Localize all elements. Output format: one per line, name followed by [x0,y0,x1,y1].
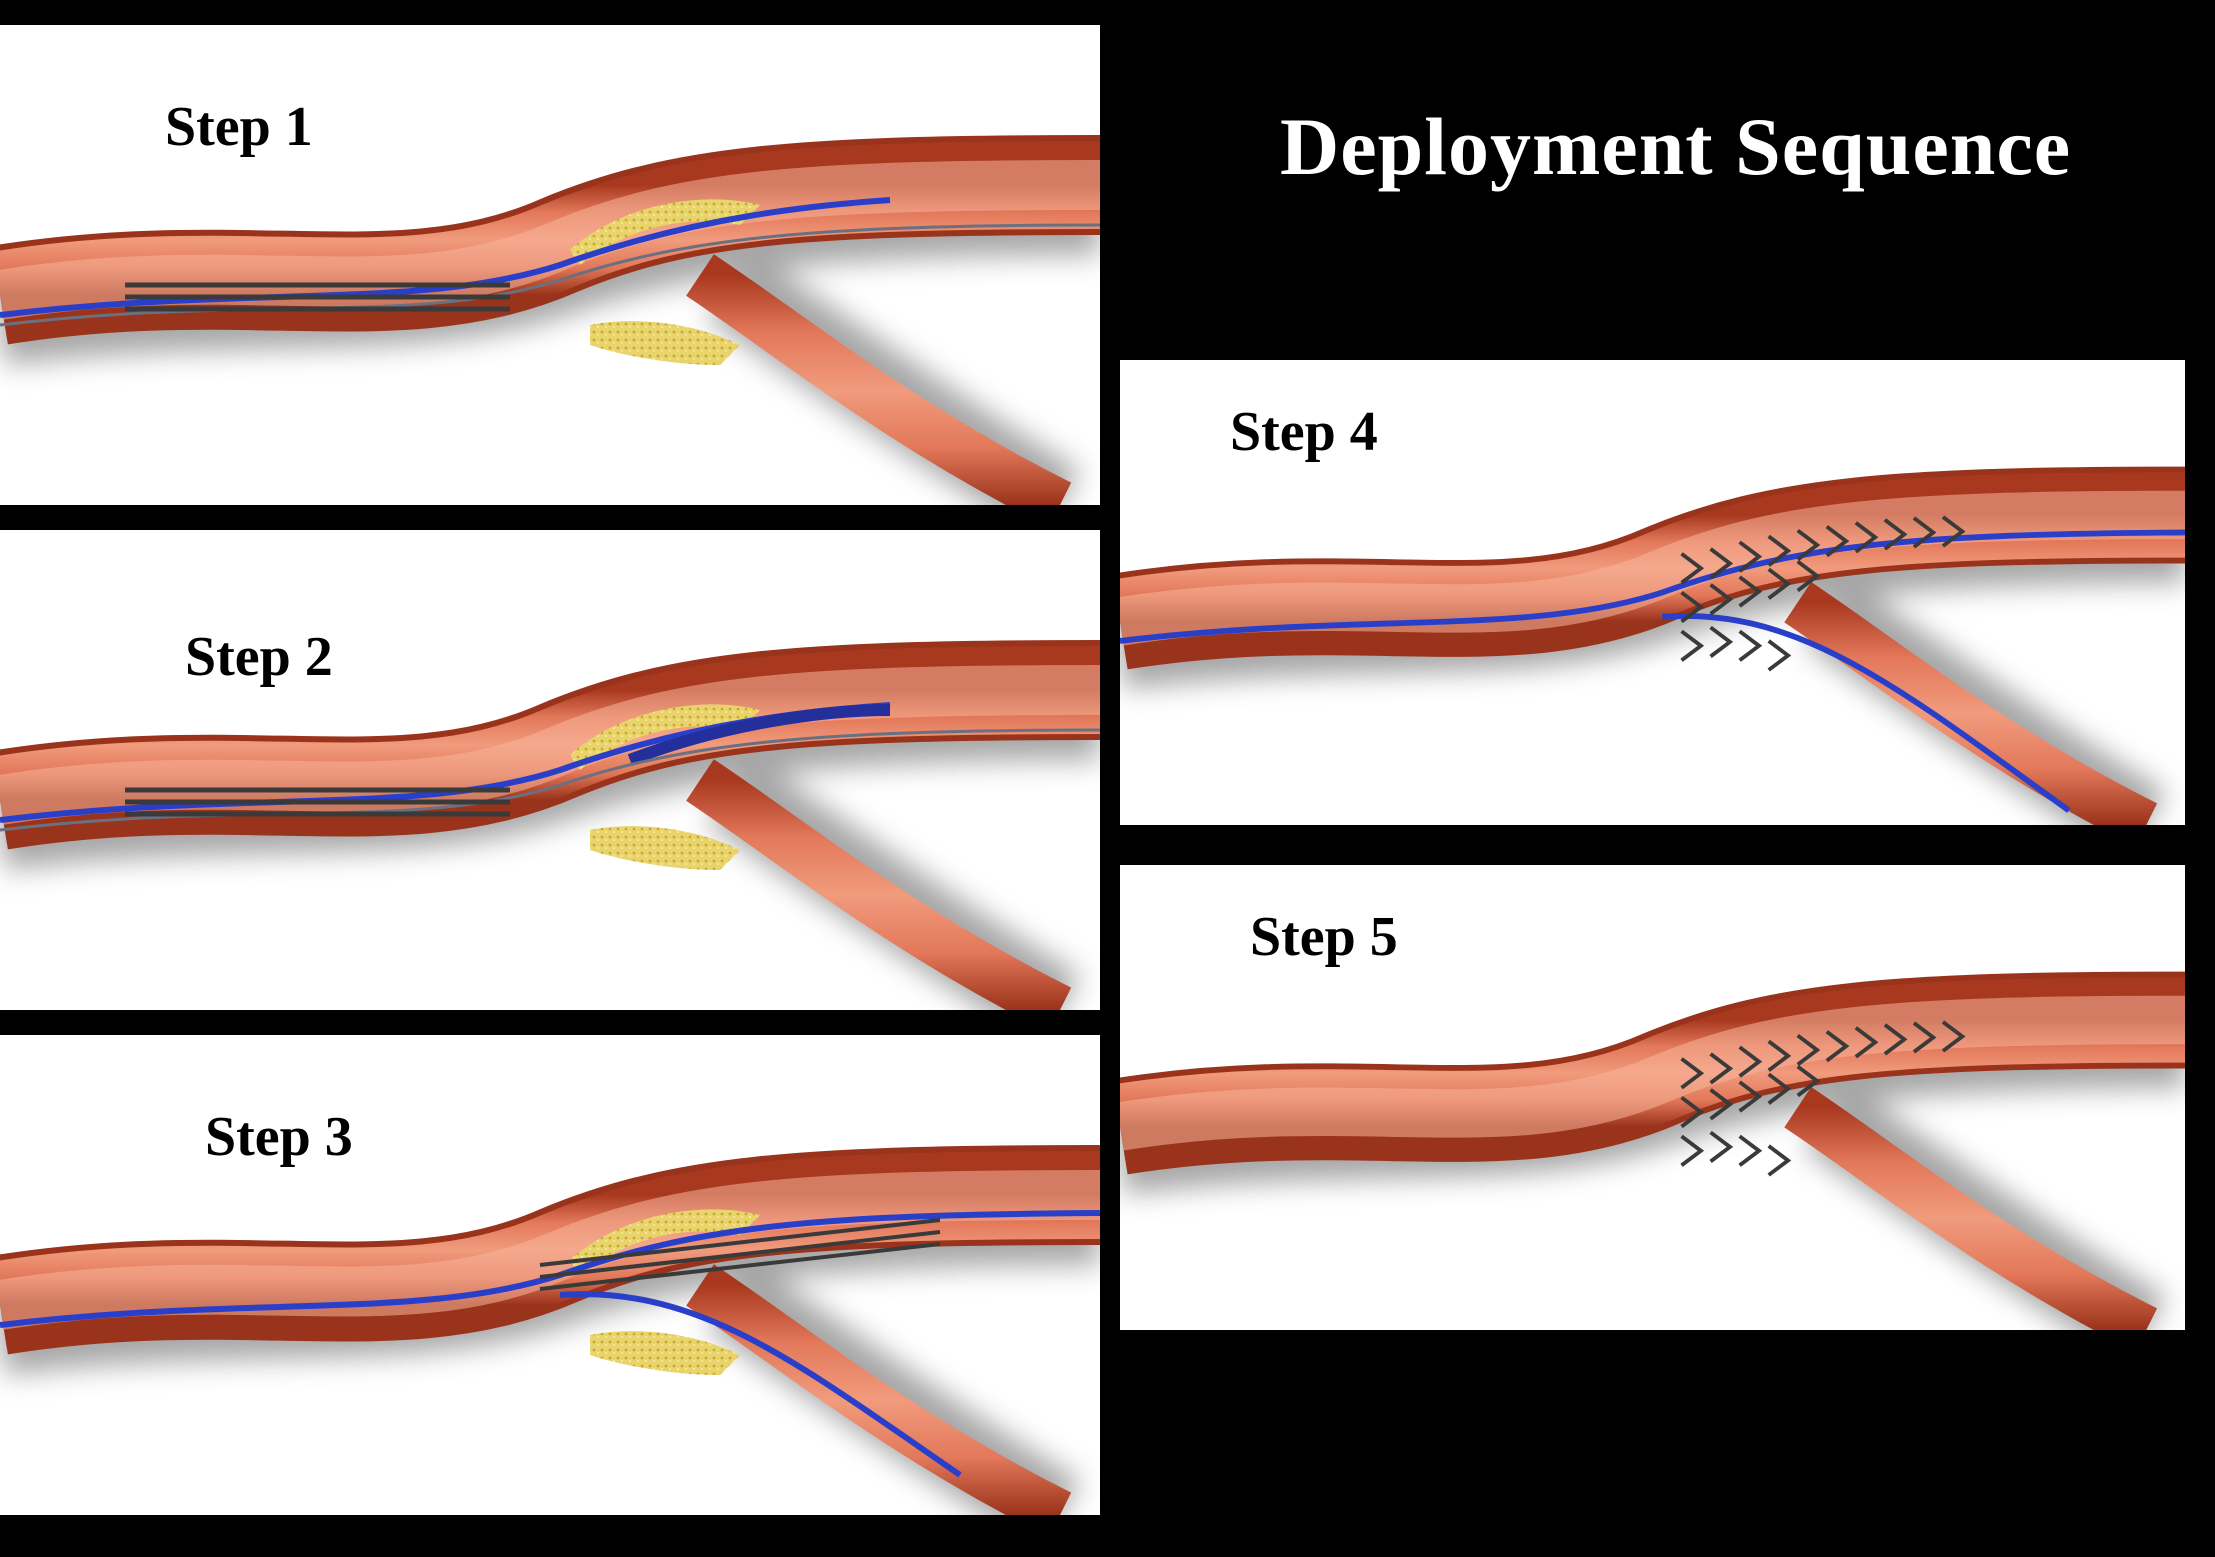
step-4-label: Step 4 [1230,401,1378,463]
step-panel-3: Step 3 [0,1035,1100,1515]
stent-expanded [1680,515,1966,672]
vessel-diagram-1 [0,135,1100,505]
vessel-diagram-3 [0,1145,1100,1515]
vessel-diagram-2 [0,640,1100,1010]
step-5-label: Step 5 [1250,906,1398,968]
page-title: Deployment Sequence [1280,101,2072,192]
vessel-diagram-4 [1120,466,2185,825]
step-1-label: Step 1 [165,96,313,158]
plaque-bottom [590,321,740,365]
plaque-top [570,199,760,265]
stent-crimped [125,282,510,312]
step-2-label: Step 2 [185,626,333,688]
step-panel-1: Step 1 [0,25,1100,505]
step-3-label: Step 3 [205,1106,353,1168]
step-panel-5: Step 5 [1120,865,2185,1330]
step-panel-2: Step 2 [0,530,1100,1010]
step-panel-4: Step 4 [1120,360,2185,825]
vessel-diagram-5 [1120,971,2185,1330]
